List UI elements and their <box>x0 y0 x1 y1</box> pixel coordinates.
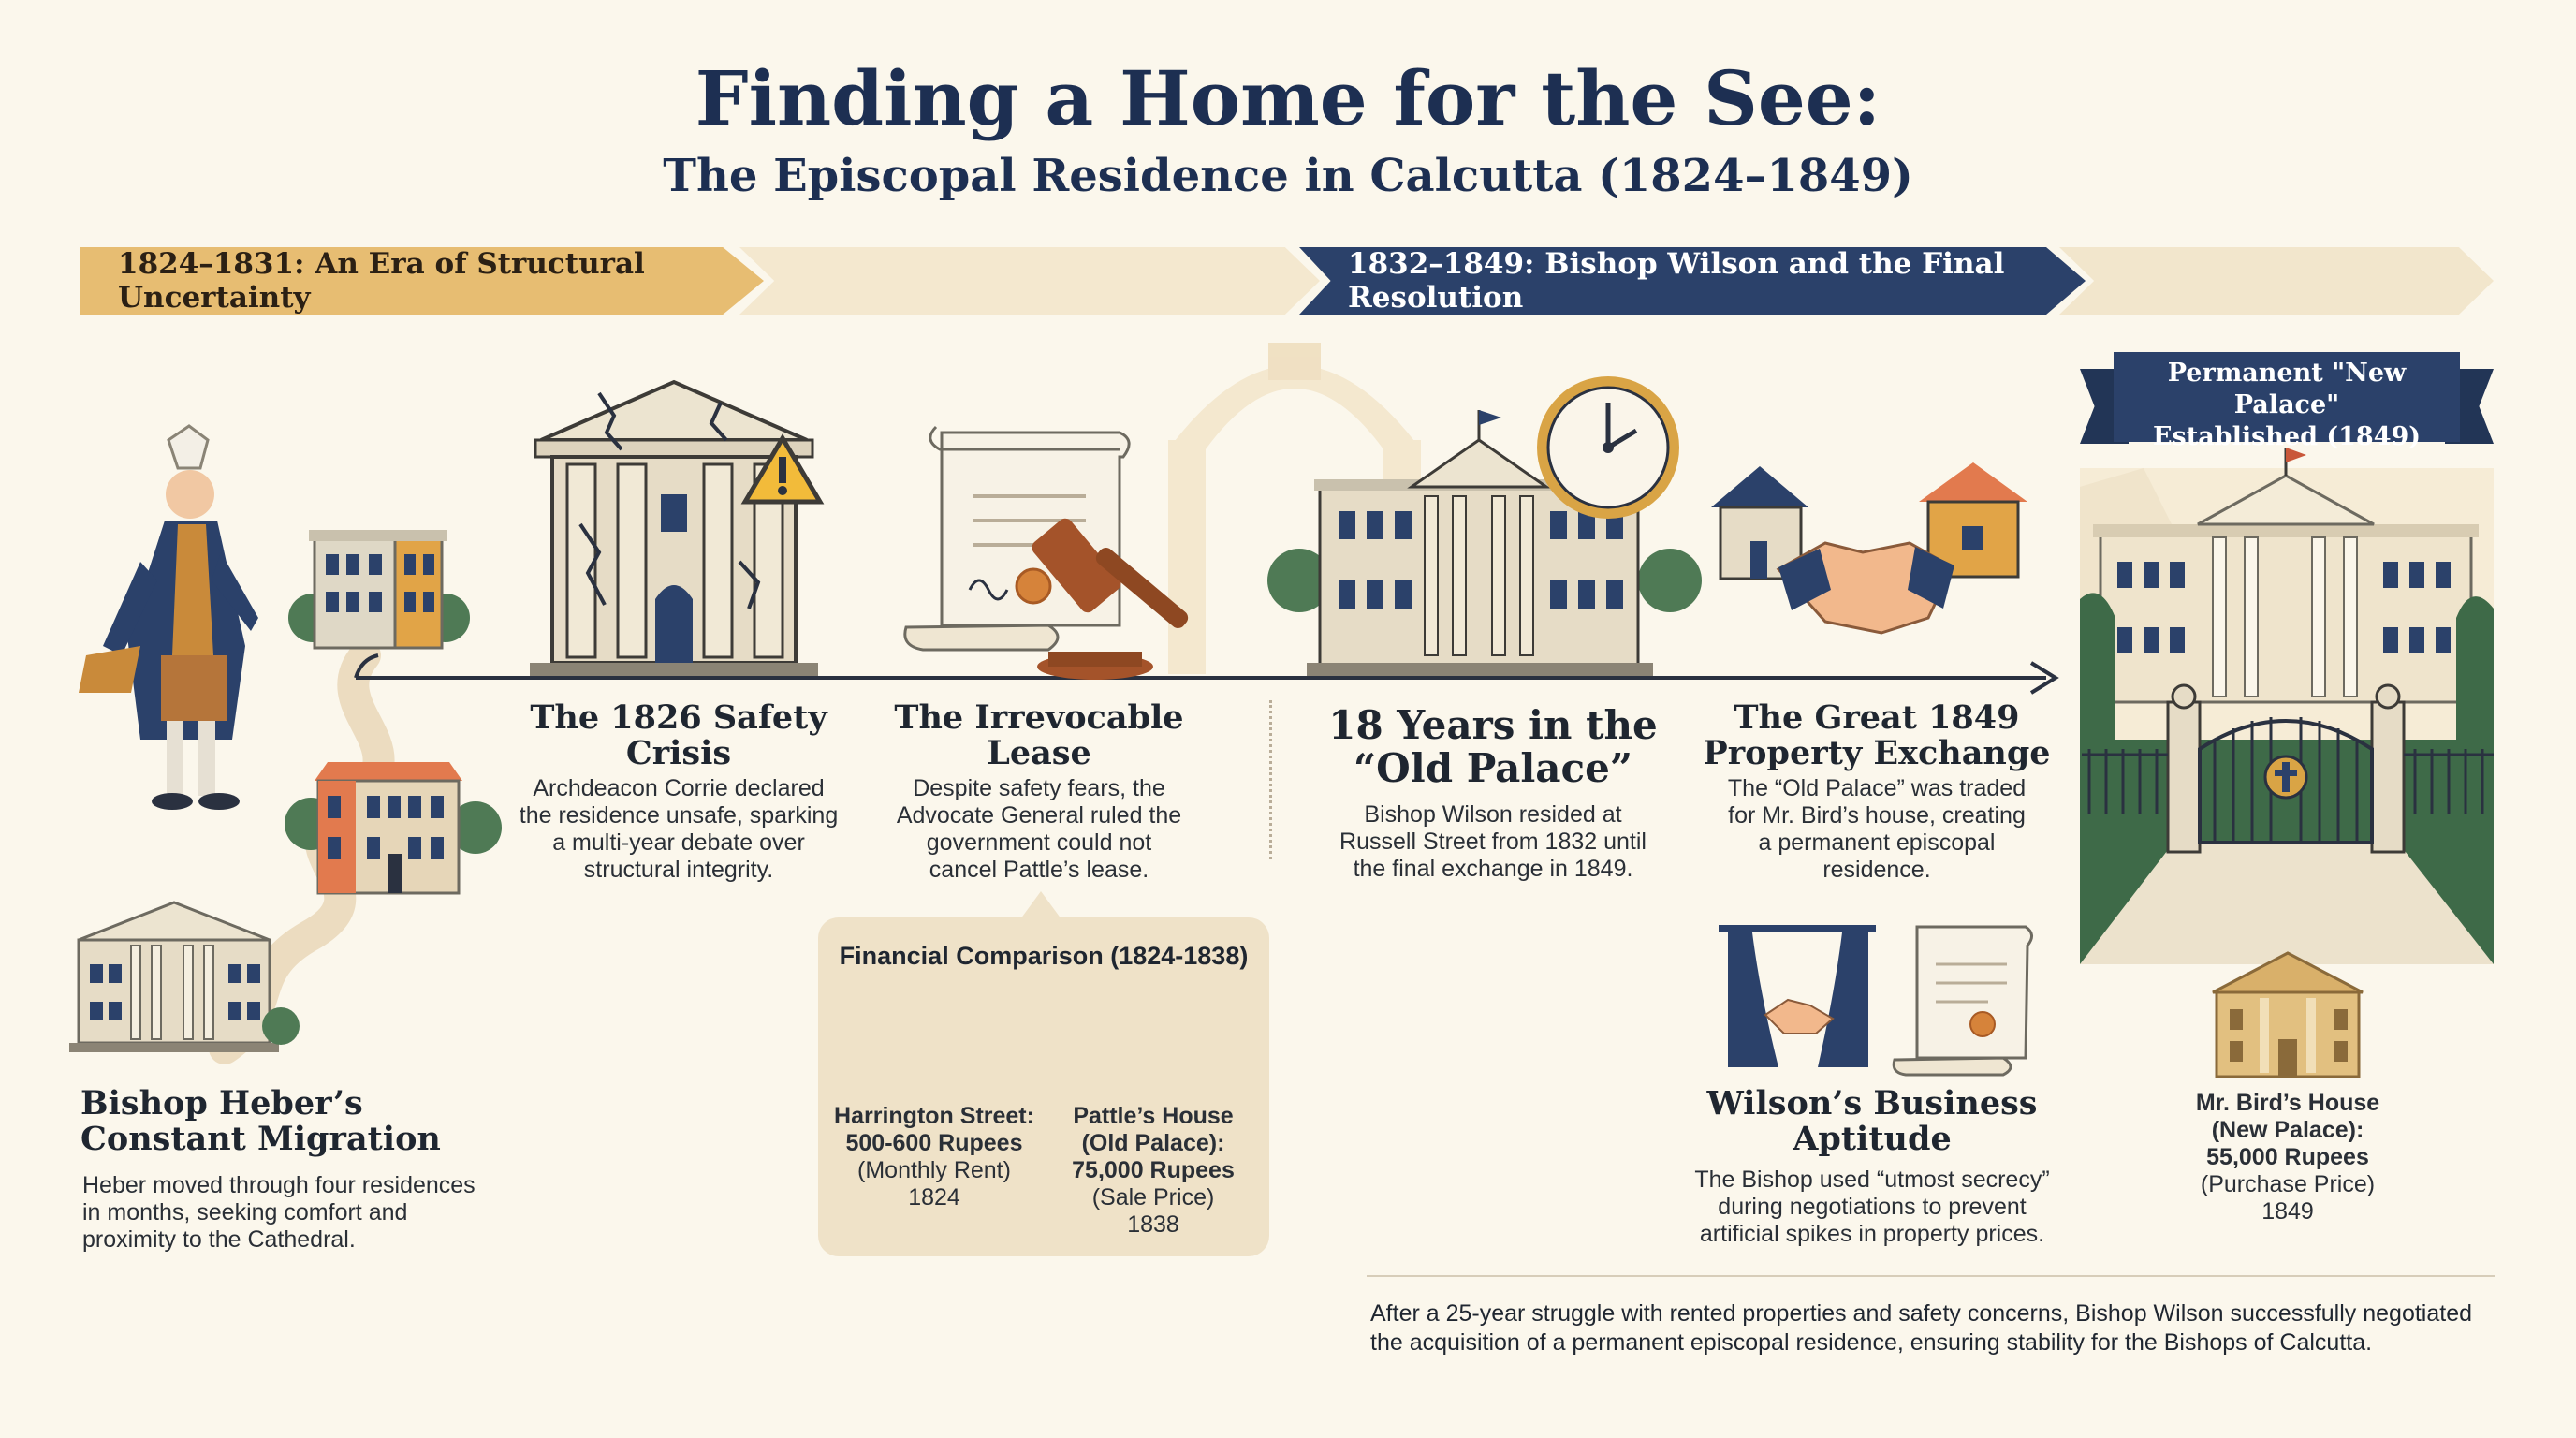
timeline-arrow-icon <box>2029 661 2059 695</box>
aptitude-body-line: during negotiations to prevent <box>1718 1194 2027 1220</box>
crisis-title-line-2: Crisis <box>625 734 732 772</box>
era-band-late: 1832–1849: Bishop Wilson and the Final R… <box>1299 247 2086 315</box>
cross-icon <box>2263 755 2308 800</box>
page-subtitle: The Episcopal Residence in Calcutta (182… <box>663 150 1913 202</box>
exchange-body-line: for Mr. Bird’s house, creating <box>1728 802 2026 829</box>
heber-body-line: in months, seeking comfort and <box>82 1199 408 1225</box>
financial-item-value: 75,000 Rupees <box>1072 1157 1235 1183</box>
summary-text: After a 25-year struggle with rented pro… <box>1370 1299 2494 1357</box>
heber-body: Heber moved through four residences in m… <box>82 1172 476 1254</box>
lease-body-line: Despite safety fears, the <box>913 775 1165 801</box>
era-band-late-label: 1832–1849: Bishop Wilson and the Final R… <box>1348 247 2005 315</box>
aptitude-body-line: artificial spikes in property prices. <box>1699 1221 2045 1247</box>
lease-body: Despite safety fears, the Advocate Gener… <box>871 775 1208 884</box>
old-palace-body-line: Bishop Wilson resided at <box>1364 801 1622 828</box>
heber-heading: Bishop Heber’s Constant Migration <box>80 1086 441 1157</box>
bishop-figure-icon <box>79 424 258 810</box>
aptitude-heading: Wilson’s Business Aptitude <box>1666 1086 2078 1157</box>
bird-house-name-line-2: (New Palace): <box>2211 1117 2364 1143</box>
financial-comparison-box: Financial Comparison (1824-1838) Harring… <box>818 917 1269 1256</box>
old-palace-heading: 18 Years in the “Old Palace” <box>1310 704 1676 790</box>
era-divider <box>1269 700 1272 859</box>
lease-body-line: government could not <box>926 829 1152 856</box>
era-band-early-label: 1824–1831: An Era of Structural Uncertai… <box>118 247 645 315</box>
heber-body-line: proximity to the Cathedral. <box>82 1226 356 1253</box>
summary-line: the acquisition of a permanent episcopal… <box>1370 1329 2373 1356</box>
exchange-heading: The Great 1849 Property Exchange <box>1694 700 2059 771</box>
financial-item-year: 1838 <box>1127 1211 1179 1238</box>
financial-item-harrington: Harrington Street: 500-600 Rupees (Month… <box>831 1103 1037 1211</box>
exchange-body-line: a permanent episcopal <box>1758 829 1996 856</box>
exchange-body: The “Old Palace” was traded for Mr. Bird… <box>1694 775 2059 884</box>
crisis-title-line-1: The 1826 Safety <box>530 698 827 737</box>
aptitude-body-line: The Bishop used “utmost secrecy” <box>1694 1167 2050 1193</box>
financial-title: Financial Comparison (1824-1838) <box>839 942 1249 970</box>
crisis-heading: The 1826 Safety Crisis <box>505 700 852 771</box>
financial-item-label: (Old Palace): <box>1081 1130 1225 1156</box>
financial-item-label: Pattle’s House <box>1073 1103 1234 1129</box>
crisis-body-line: Archdeacon Corrie declared <box>533 775 825 801</box>
aptitude-title-line-1: Wilson’s Business <box>1706 1084 2038 1123</box>
exchange-title-line-1: The Great 1849 <box>1734 698 2020 737</box>
new-palace-banner-line-1: Permanent "New Palace" <box>2167 359 2407 419</box>
gate-icon <box>2082 683 2494 854</box>
heber-title-line-2: Constant Migration <box>80 1120 441 1158</box>
curtain-handshake-icon <box>1719 925 1876 1067</box>
new-palace-banner-line-2: Established (1849) <box>2152 422 2422 451</box>
lease-title-line-2: Lease <box>987 734 1091 772</box>
financial-item-note: (Monthly Rent) <box>857 1157 1011 1183</box>
lease-title-line-1: The Irrevocable <box>894 698 1184 737</box>
exchange-body-line: The “Old Palace” was traded <box>1727 775 2027 801</box>
new-palace-banner: Permanent "New Palace" Established (1849… <box>2080 352 2494 451</box>
exchange-title-line-2: Property Exchange <box>1703 734 2051 772</box>
lease-body-line: Advocate General ruled the <box>896 802 1182 829</box>
classical-building-icon <box>69 901 300 1052</box>
cracked-building-icon <box>530 379 818 676</box>
bird-house-icon <box>2212 951 2364 1078</box>
bird-house-caption: Mr. Bird’s House (New Palace): 55,000 Ru… <box>2147 1090 2428 1225</box>
heber-title-line-1: Bishop Heber’s <box>80 1084 363 1123</box>
old-palace-body-line: Russell Street from 1832 until <box>1339 829 1647 855</box>
financial-item-pattle: Pattle’s House (Old Palace): 75,000 Rupe… <box>1048 1103 1258 1239</box>
summary-line: After a 25-year struggle with rented pro… <box>1370 1300 2473 1327</box>
old-palace-title-line-2: “Old Palace” <box>1354 745 1632 791</box>
old-palace-title-line-1: 18 Years in the <box>1328 702 1658 748</box>
era-band-early: 1824–1831: An Era of Structural Uncertai… <box>80 247 764 315</box>
bird-house-year: 1849 <box>2261 1198 2314 1225</box>
page-title: Finding a Home for the See: <box>695 54 1881 142</box>
heber-body-line: Heber moved through four residences <box>82 1172 476 1198</box>
financial-item-value: 500-600 Rupees <box>845 1130 1023 1156</box>
handshake-icon <box>1711 462 2027 635</box>
old-palace-body-line: the final exchange in 1849. <box>1353 856 1633 882</box>
era-band-late-fade <box>2059 247 2494 315</box>
townhouse-icon-2 <box>285 762 502 895</box>
crisis-body-line: a multi-year debate over <box>552 829 805 856</box>
crisis-body-line: the residence unsafe, sparking <box>519 802 839 829</box>
era-band-early-fade <box>739 247 1320 315</box>
deed-scroll-icon <box>1892 925 2033 1077</box>
new-palace-icon <box>2080 448 2494 964</box>
crisis-body-line: structural integrity. <box>583 857 774 883</box>
exchange-body-line: residence. <box>1822 857 1931 883</box>
clock-icon <box>1537 376 1679 519</box>
gavel-icon <box>1032 518 1189 680</box>
old-palace-body: Bishop Wilson resided at Russell Street … <box>1310 801 1676 883</box>
financial-item-note: (Sale Price) <box>1091 1184 1215 1211</box>
bird-house-price-note: (Purchase Price) <box>2200 1171 2376 1197</box>
aptitude-body: The Bishop used “utmost secrecy” during … <box>1666 1167 2078 1248</box>
warning-icon <box>740 433 825 505</box>
bird-house-price: 55,000 Rupees <box>2206 1144 2369 1170</box>
bird-house-name-line-1: Mr. Bird’s House <box>2195 1090 2380 1116</box>
summary-divider <box>1367 1275 2496 1277</box>
lease-scroll-icon <box>903 425 1131 652</box>
aptitude-title-line-2: Aptitude <box>1793 1120 1952 1158</box>
financial-item-label: Harrington Street: <box>834 1103 1034 1129</box>
lease-body-line: cancel Pattle’s lease. <box>929 857 1149 883</box>
lease-heading: The Irrevocable Lease <box>871 700 1208 771</box>
financial-item-year: 1824 <box>908 1184 960 1211</box>
crisis-body: Archdeacon Corrie declared the residence… <box>505 775 852 884</box>
townhouse-icon-1 <box>288 530 470 650</box>
